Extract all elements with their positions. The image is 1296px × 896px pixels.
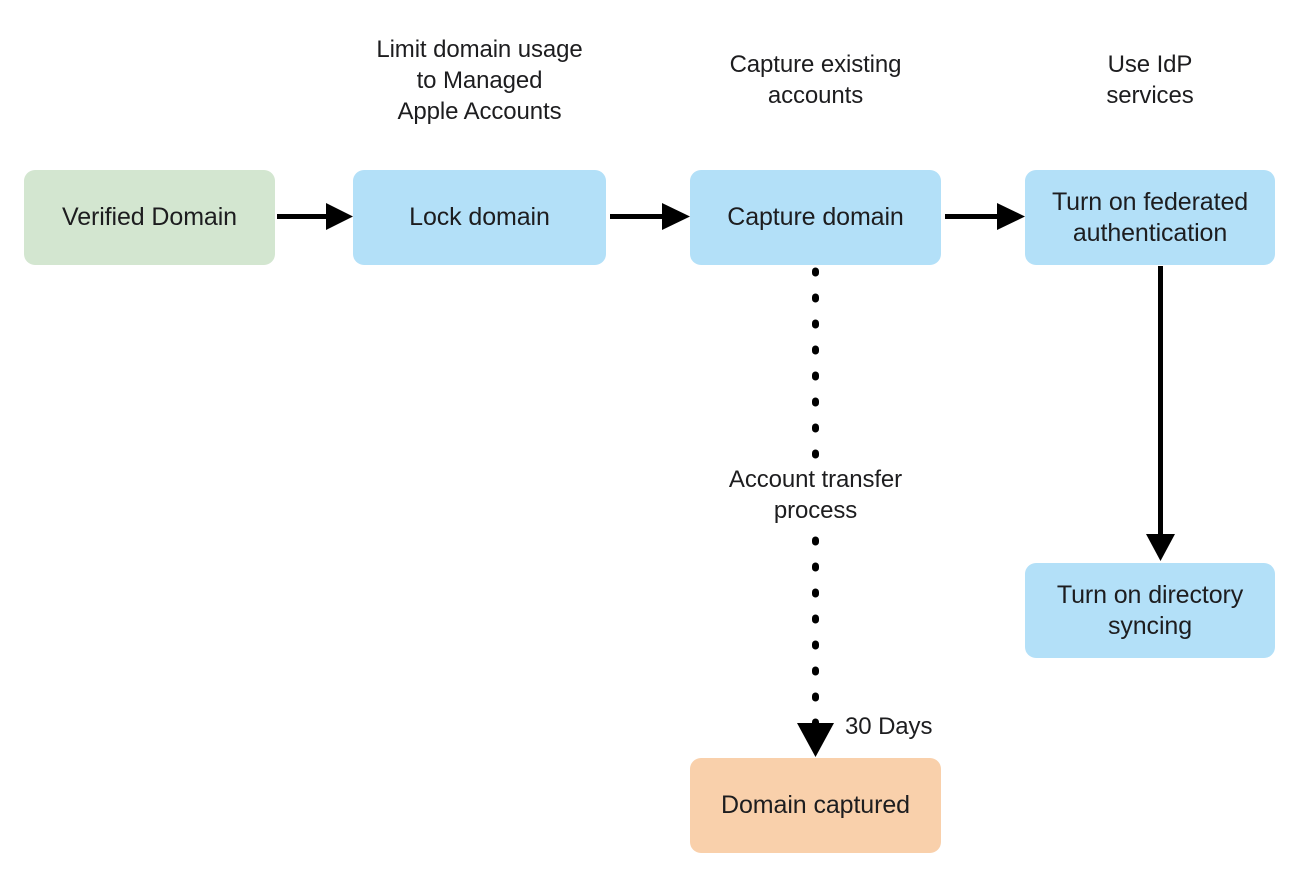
node-federated-auth[interactable]: Turn on federated authentication	[1025, 170, 1275, 265]
edge-capture-to-federated	[945, 203, 1025, 230]
edge-lock-to-capture	[610, 203, 690, 230]
node-verified-domain[interactable]: Verified Domain	[24, 170, 275, 265]
node-directory-syncing[interactable]: Turn on directory syncing	[1025, 563, 1275, 658]
node-capture-domain[interactable]: Capture domain	[690, 170, 941, 265]
edge-verified-to-lock	[277, 203, 353, 230]
node-domain-captured[interactable]: Domain captured	[690, 758, 941, 853]
caption-federated-auth: Use IdP services	[1106, 51, 1194, 110]
caption-lock-domain: Limit domain usage to Managed Apple Acco…	[376, 36, 583, 126]
edge-label-account-transfer: Account transfer process	[728, 466, 903, 525]
edge-label-30-days: 30 Days	[845, 713, 933, 740]
edge-federated-to-directory	[1146, 266, 1175, 561]
caption-capture-domain: Capture existing accounts	[729, 51, 902, 110]
node-lock-domain[interactable]: Lock domain	[353, 170, 606, 265]
